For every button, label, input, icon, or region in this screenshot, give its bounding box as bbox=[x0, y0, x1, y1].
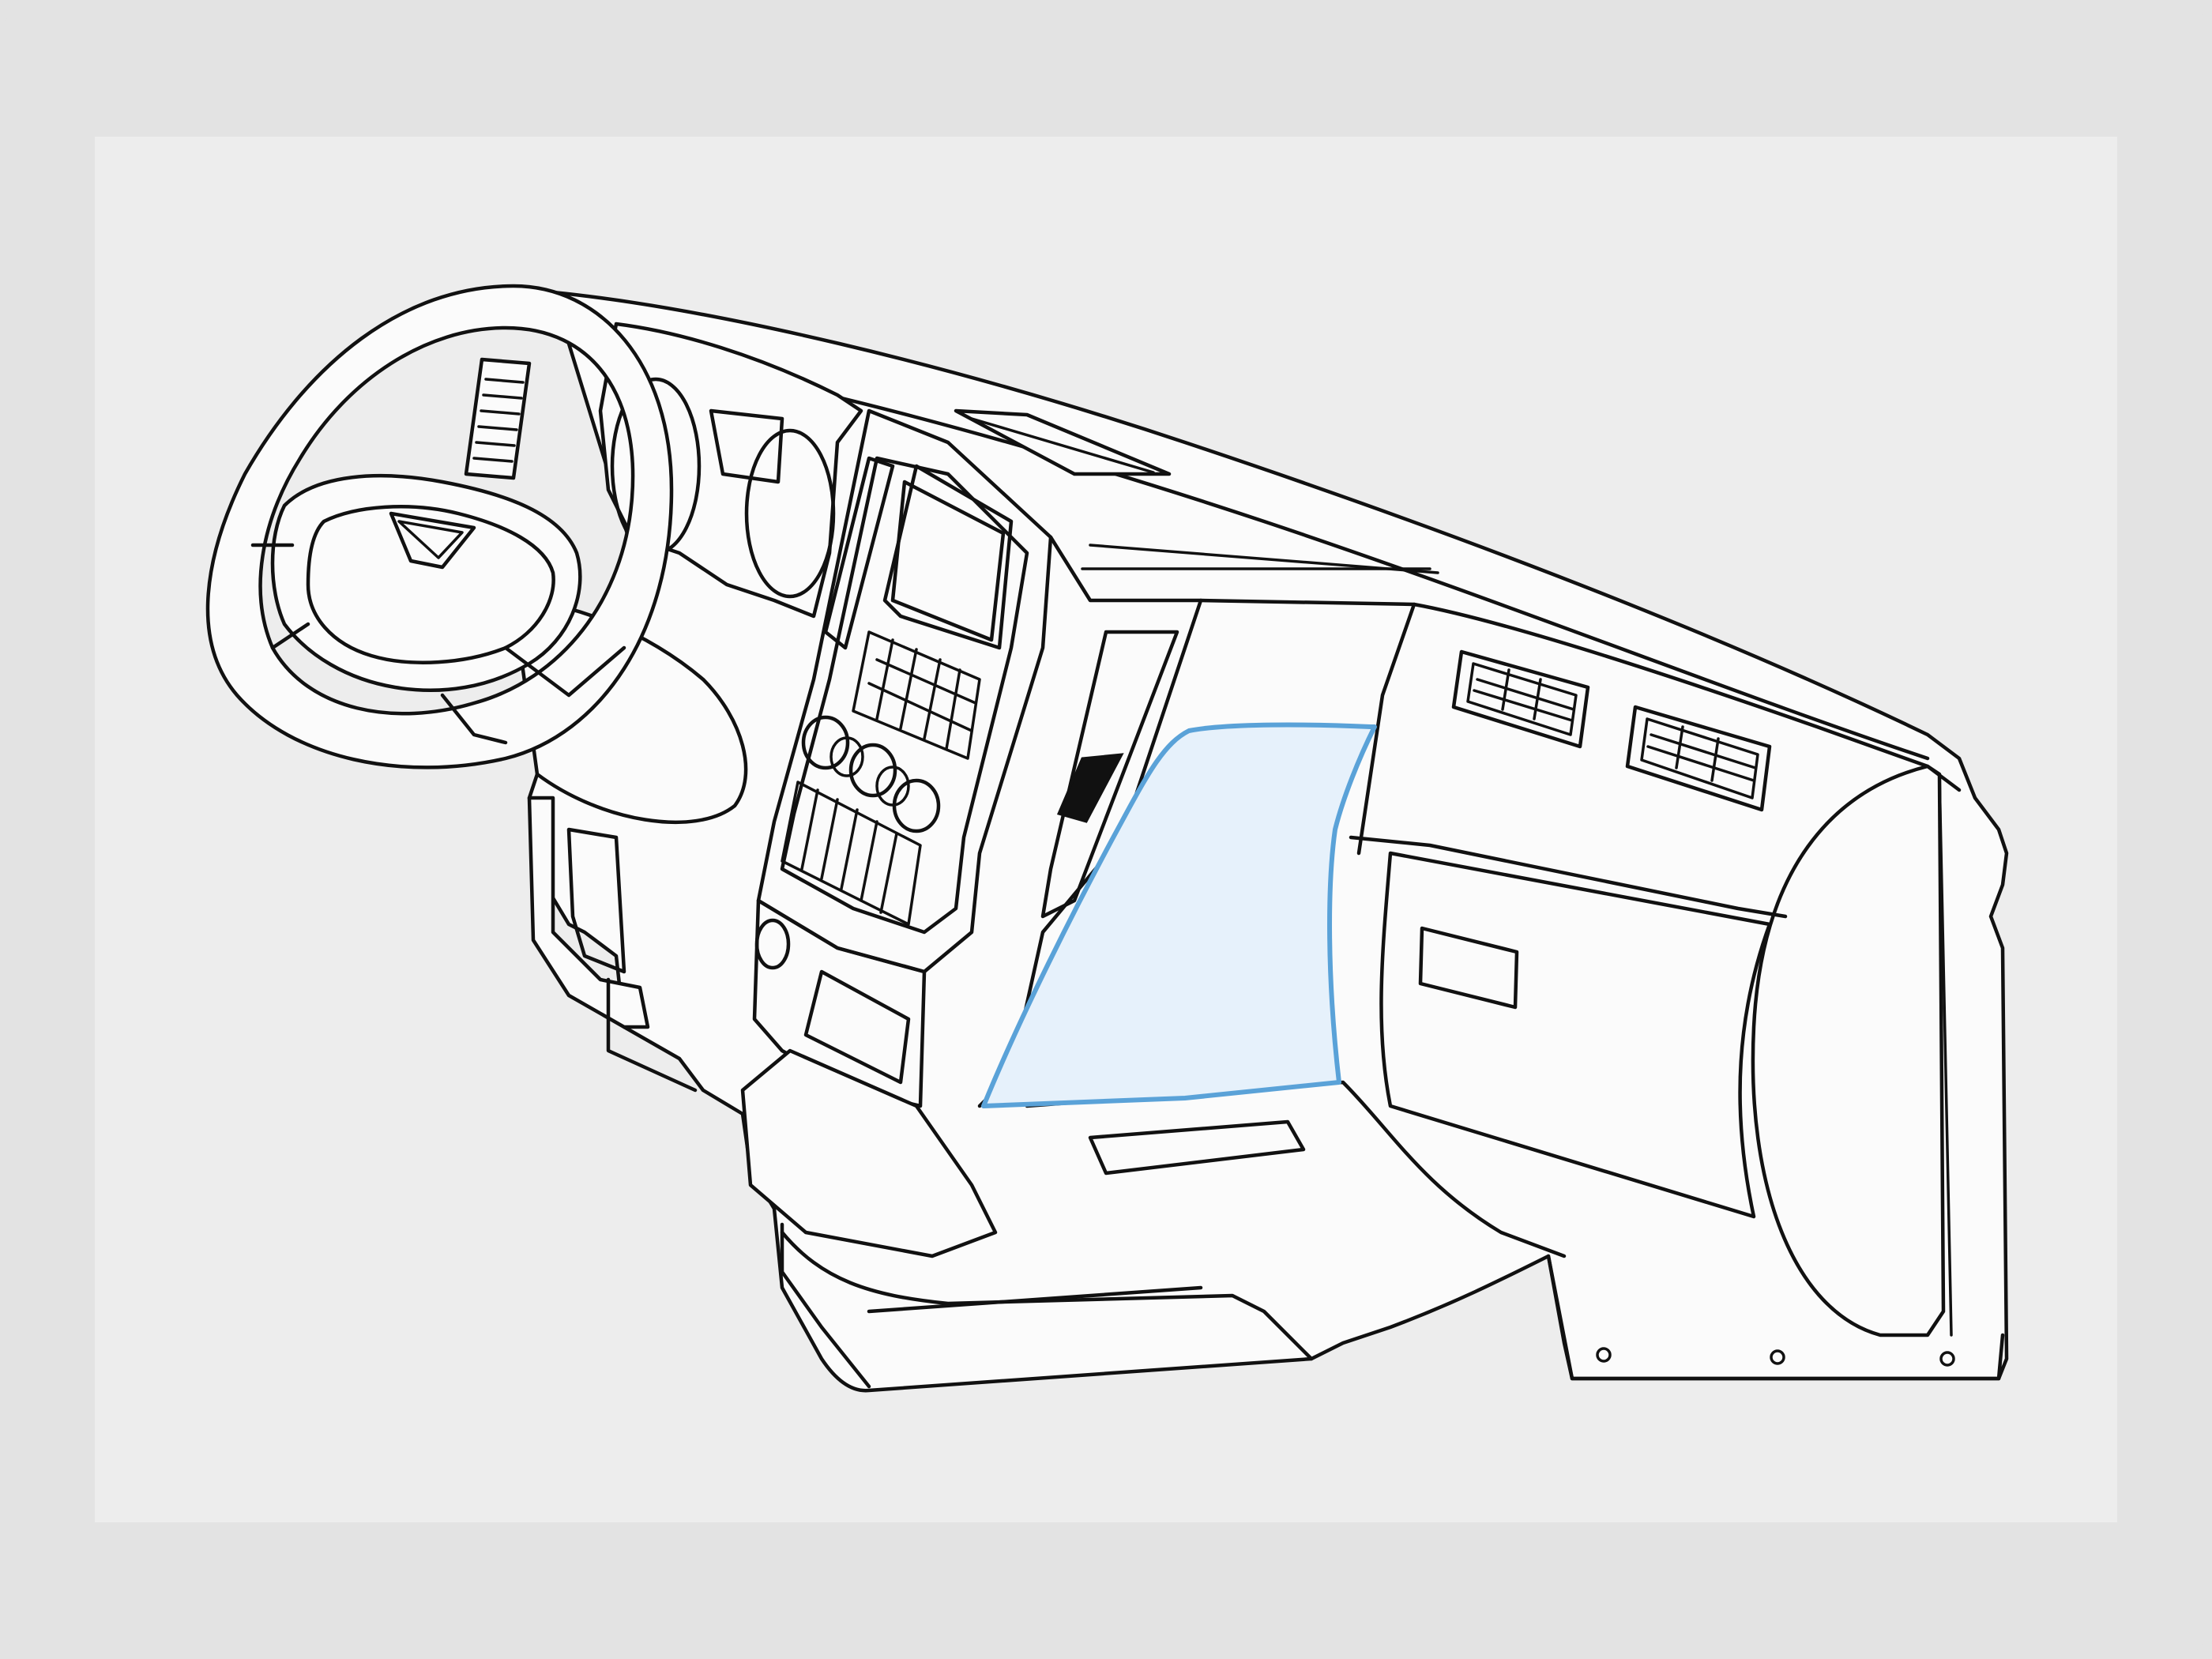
glovebox-handle[interactable] bbox=[1418, 926, 1519, 1010]
climate-button-grid bbox=[781, 781, 922, 926]
air-vent-left[interactable] bbox=[1451, 649, 1590, 749]
steering-column-bracket bbox=[527, 796, 650, 1029]
passenger-lower-vent bbox=[1088, 1119, 1306, 1176]
gauge-right bbox=[744, 428, 836, 599]
cluster-display bbox=[709, 408, 784, 484]
steering-wheel bbox=[205, 284, 674, 769]
glovebox-door[interactable] bbox=[1379, 851, 1772, 1219]
knob-small-1 bbox=[830, 736, 864, 777]
bracket-inner bbox=[566, 827, 626, 974]
bracket-lower bbox=[606, 977, 698, 1093]
steering-wheel-logo-inner bbox=[397, 520, 464, 559]
dash-end-cap-edge bbox=[1938, 773, 1953, 1337]
knob-center[interactable] bbox=[848, 743, 897, 798]
highlighted-region[interactable] bbox=[981, 722, 1377, 1108]
infotainment-screen-frame bbox=[882, 464, 1014, 650]
steering-wheel-spoke-left bbox=[270, 622, 310, 650]
knob-left[interactable] bbox=[801, 715, 850, 770]
lower-console-knob[interactable] bbox=[754, 918, 791, 970]
floor-console-skirt bbox=[780, 1222, 871, 1389]
mounting-hole-3 bbox=[1939, 1351, 1955, 1367]
lower-console-tray bbox=[803, 969, 911, 1085]
steering-wheel-spoke-bottom bbox=[440, 693, 508, 745]
center-console-inner bbox=[780, 456, 1029, 935]
right-console-slot bbox=[1040, 630, 1179, 919]
dash-top-crease-2 bbox=[1089, 544, 1439, 574]
steering-wheel-spoke-right bbox=[503, 645, 626, 698]
steering-wheel-rim bbox=[205, 284, 674, 769]
air-vent-right[interactable] bbox=[1625, 705, 1772, 812]
floor-console-rim bbox=[780, 1230, 1314, 1361]
console-side-slot bbox=[823, 456, 895, 650]
mounting-flange bbox=[1546, 1254, 2005, 1381]
mounting-hole-2 bbox=[1770, 1349, 1785, 1365]
passenger-lower-panel bbox=[1025, 1080, 1567, 1258]
radio-button-grid bbox=[852, 630, 981, 760]
knob-small-2 bbox=[875, 766, 910, 807]
mounting-hole-1 bbox=[1596, 1347, 1612, 1363]
floor-console-base bbox=[740, 1048, 998, 1258]
steering-wheel-hub-inner bbox=[306, 505, 555, 664]
cup-holder-opening bbox=[1056, 753, 1124, 823]
floor-console-groove bbox=[867, 1285, 1203, 1314]
driver-air-vent[interactable] bbox=[464, 357, 532, 480]
defroster-vent bbox=[954, 408, 1172, 476]
glovebox-top-edge bbox=[1349, 835, 1788, 919]
steering-wheel-logo bbox=[389, 511, 476, 570]
defroster-vent-line bbox=[970, 417, 1155, 474]
passenger-dash-upper-edge bbox=[1198, 598, 1962, 792]
dash-end-cap bbox=[1751, 764, 1946, 1337]
dash-panel-seam bbox=[1356, 602, 1416, 856]
infotainment-screen bbox=[890, 480, 1006, 642]
